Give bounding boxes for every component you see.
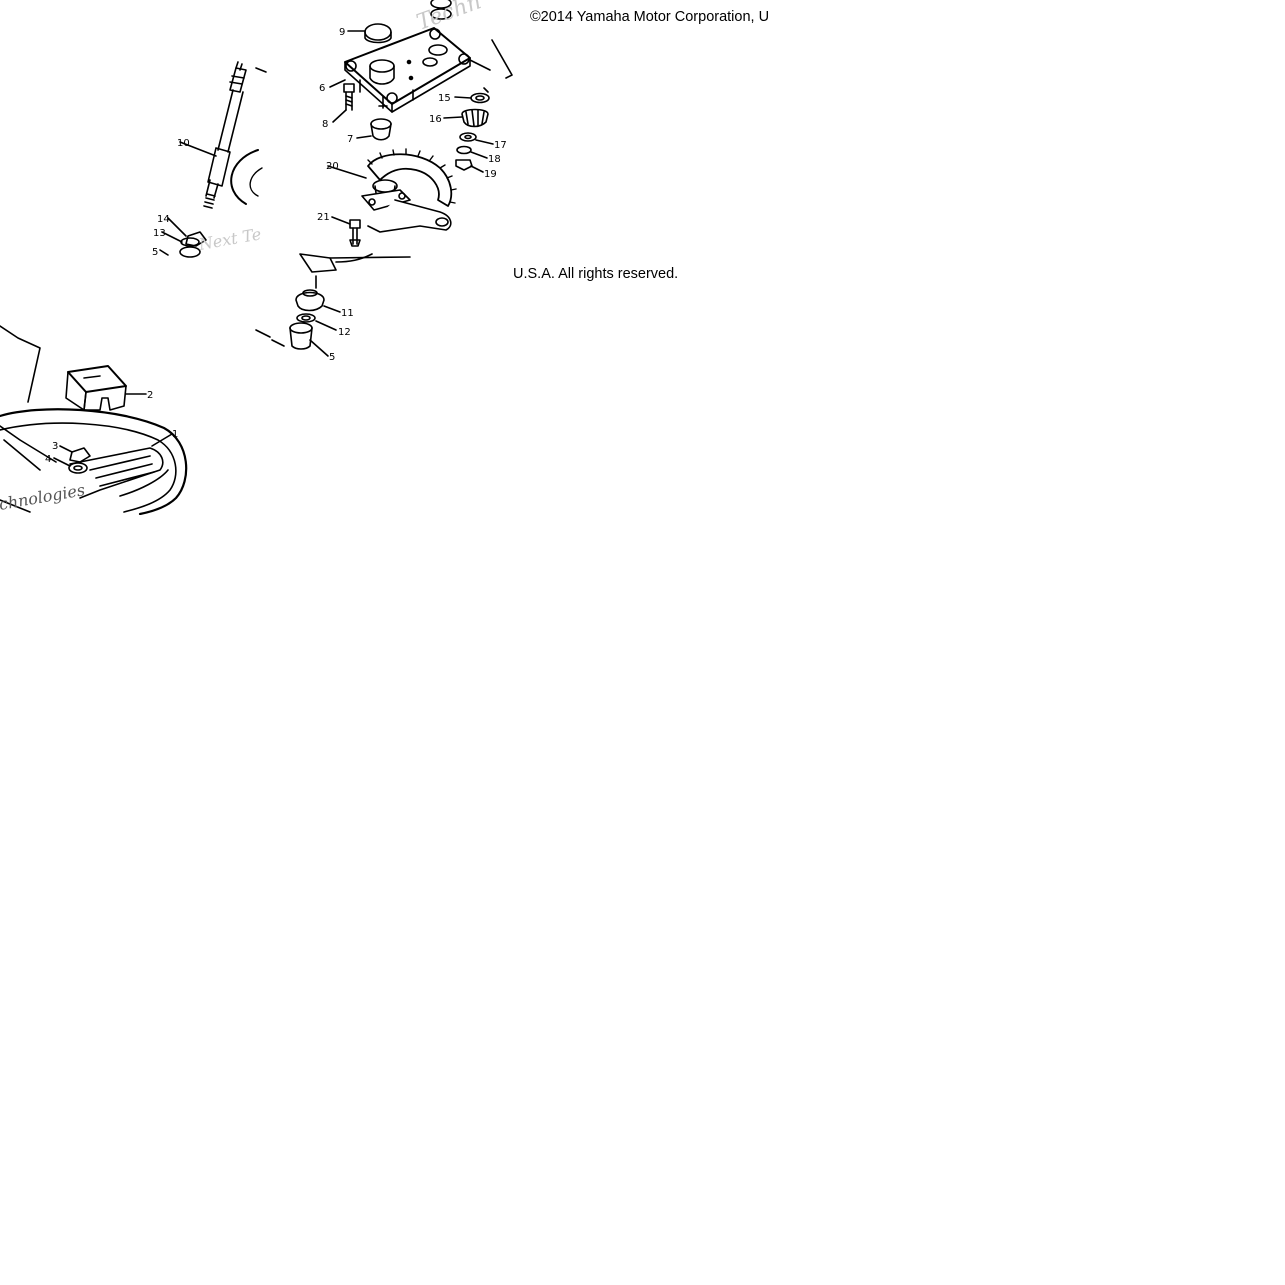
callout-17: 17 [494,140,507,151]
callout-6: 6 [319,83,325,94]
callout-4: 4 [45,454,51,465]
watermark-text: Techn [414,0,485,36]
callout-9: 9 [339,27,345,38]
callout-3: 3 [52,441,58,452]
part-6-plate [329,0,471,113]
part-12-washer [296,313,337,331]
part-10-shaft [179,61,267,209]
part-5-collar-left [159,246,201,258]
part-5-collar-middle [255,322,329,357]
callout-21: 21 [317,212,330,223]
callout-11: 11 [341,308,354,319]
copyright-text-line-2: U.S.A. All rights reserved. [513,266,679,282]
callout-10: 10 [177,138,190,149]
part-4-washer [53,457,88,474]
part-9-cap [347,23,392,44]
background-wheel-arc [230,149,259,205]
parts-15-19-stack [443,87,494,173]
bracket-line [491,39,513,79]
callout-5-left: 5 [152,247,158,258]
part-13-washer [161,231,200,247]
callout-13: 13 [153,228,166,239]
part-7-bushing [356,118,392,141]
callout-15: 15 [438,93,451,104]
watermark-text: chnologies [0,480,86,514]
callout-20: 20 [326,161,339,172]
callout-12: 12 [338,327,351,338]
callout-16: 16 [429,114,442,125]
upper-tile [230,0,513,273]
callout-14: 14 [157,214,170,225]
part-20-sector-gear [327,148,457,233]
part-21-bolt [331,216,361,247]
part-14-nut [167,217,207,247]
part-1-steering-wheel [0,408,188,516]
part-2-cover [65,365,147,411]
callout-1: 1 [172,429,178,440]
callout-7: 7 [347,134,353,145]
callout-2: 2 [147,390,153,401]
watermark-text: Next Te [196,224,262,254]
part-3-nut [59,445,91,463]
callout-19: 19 [484,169,497,180]
part-8-bolt [332,83,355,123]
callout-18: 18 [488,154,501,165]
callout-5-middle: 5 [329,352,335,363]
callout-8: 8 [322,119,328,130]
copyright-text-line-1: ©2014 Yamaha Motor Corporation, U [530,10,770,25]
bracket-lower-left [0,325,41,403]
part-11-bushing [295,275,341,313]
